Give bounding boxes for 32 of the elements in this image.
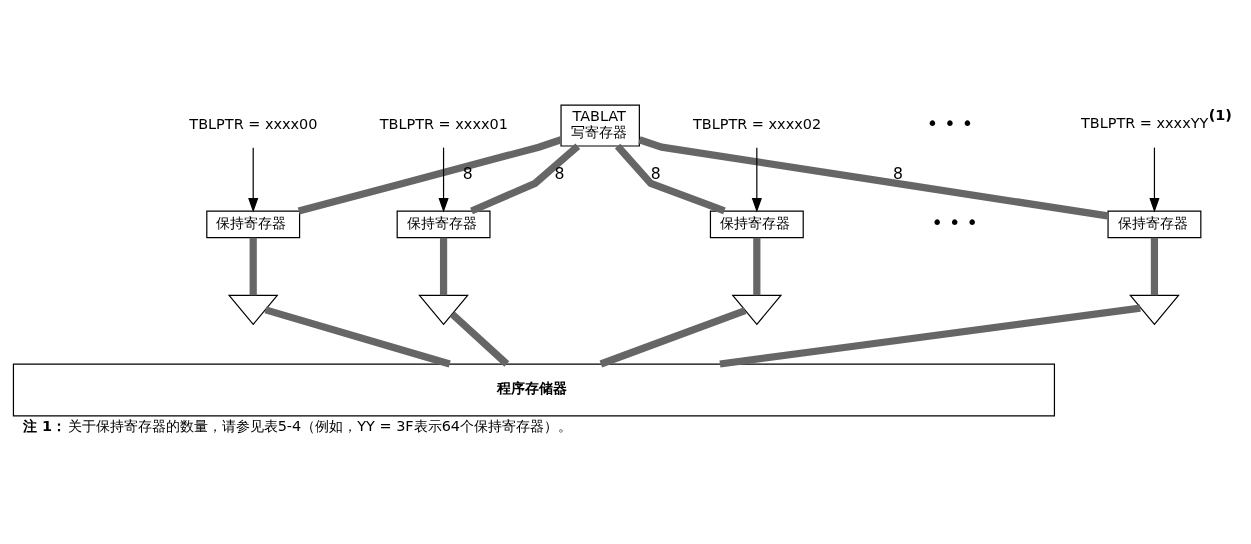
node-triangle — [418, 294, 469, 325]
connector — [449, 311, 510, 367]
label: • • • — [931, 210, 978, 234]
edge-label: 8 — [554, 163, 565, 183]
node-box: 保持寄存器 — [709, 209, 804, 238]
connector — [719, 304, 1141, 368]
node-box: TABLAT 写寄存器 — [560, 103, 640, 147]
node-text: TBLPTR = xxxx01 — [379, 115, 508, 132]
node-text: TBLPTR = xxxx02 — [692, 115, 822, 132]
label: • • • — [926, 111, 974, 135]
node-box: 程序存储器 — [12, 362, 1056, 416]
edge-label: 8 — [462, 163, 473, 183]
arrow — [248, 146, 259, 213]
connector — [470, 142, 581, 214]
connector — [614, 143, 726, 214]
caption: 注 1：关于保持寄存器的数量，请参见表5-4（例如，YY = 3F表示64个保持寄存器）。 — [23, 417, 573, 434]
node-box: 保持寄存器 — [396, 209, 491, 238]
node-triangle — [1129, 294, 1180, 325]
connector — [297, 135, 563, 214]
arrow — [751, 146, 762, 213]
node-box: 保持寄存器 — [206, 209, 301, 238]
node-triangle — [227, 294, 279, 325]
connector — [264, 305, 451, 367]
node-triangle — [731, 294, 783, 325]
edge-label: 8 — [650, 163, 661, 183]
connector — [599, 306, 747, 367]
connector — [638, 135, 1109, 219]
edge-label: 8 — [892, 163, 903, 183]
node-text: TBLPTR = xxxx00 — [189, 115, 318, 132]
arrow — [438, 146, 449, 213]
node-box: 保持寄存器 — [1107, 209, 1202, 238]
arrow — [1149, 146, 1160, 213]
